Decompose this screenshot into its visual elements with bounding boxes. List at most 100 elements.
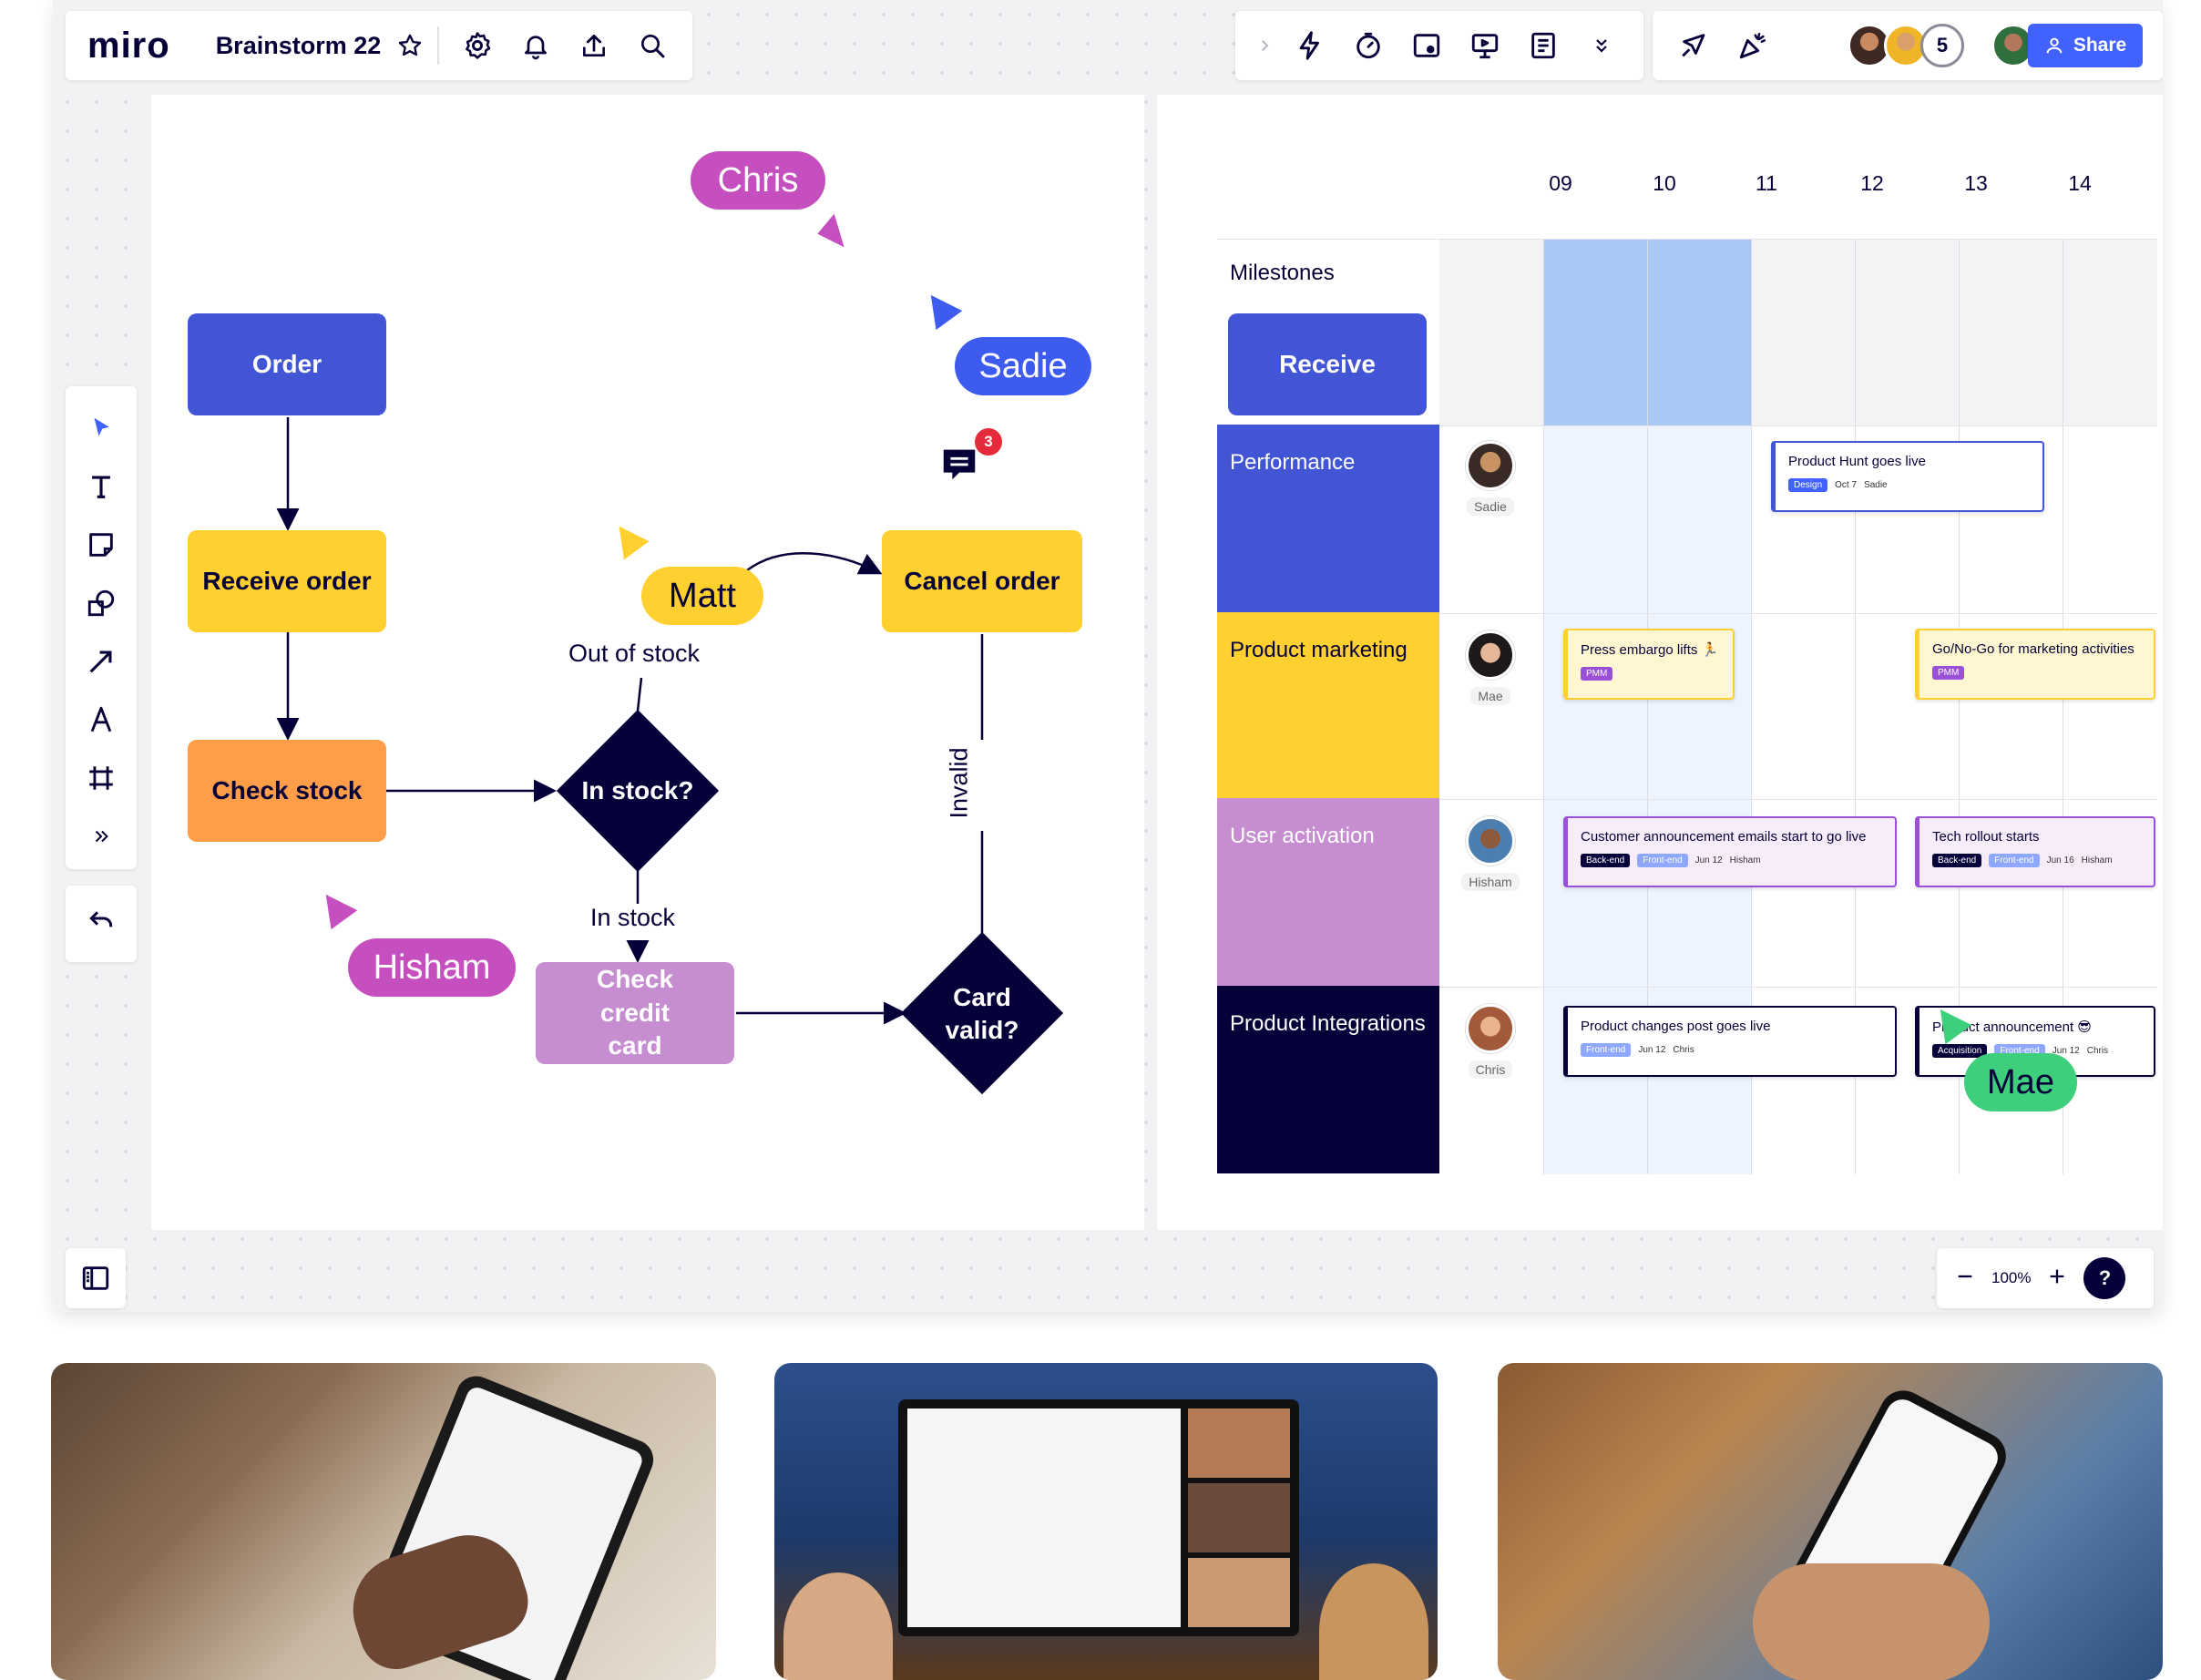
zoom-level[interactable]: 100%: [1991, 1269, 2032, 1286]
card-date: Jun 12: [1638, 1045, 1666, 1055]
person-right: [1319, 1563, 1428, 1680]
node-card-valid-label: Card valid?: [945, 982, 1019, 1044]
day-label: 14: [2068, 171, 2092, 195]
notes-icon[interactable]: [1514, 16, 1572, 75]
lightning-icon[interactable]: [1281, 16, 1339, 75]
row-owner-sadie[interactable]: Sadie: [1465, 441, 1516, 516]
avatar: [1466, 630, 1515, 680]
edge-label-in-stock: In stock: [587, 904, 680, 932]
zoom-in-icon[interactable]: [2047, 1266, 2067, 1291]
card-date: Jun 12: [2052, 1046, 2080, 1056]
person-left: [783, 1572, 893, 1680]
share-button[interactable]: Share: [2028, 24, 2143, 67]
node-check-stock[interactable]: Check stock: [188, 740, 386, 842]
collaborator-count-badge[interactable]: 5: [1920, 24, 1964, 67]
timeline-card-customer-announcement[interactable]: Customer announcement emails start to go…: [1563, 816, 1897, 887]
owner-name: Sadie: [1467, 497, 1514, 516]
bell-icon[interactable]: [507, 16, 565, 75]
presentation-icon[interactable]: [1456, 16, 1514, 75]
cursor-pointer-chris-icon: [817, 213, 845, 248]
zoom-controls: 100% ?: [1937, 1248, 2154, 1308]
node-in-stock-label: In stock?: [581, 775, 694, 804]
node-cancel-order[interactable]: Cancel order: [882, 530, 1082, 632]
card-person: Chris: [1673, 1045, 1694, 1055]
row-label-product-marketing[interactable]: Product marketing: [1217, 612, 1439, 798]
hands: [1753, 1563, 1990, 1680]
settings-gear-icon[interactable]: [448, 16, 507, 75]
node-check-credit-card[interactable]: Check credit card: [536, 962, 734, 1064]
card-person: Sadie: [1864, 480, 1888, 490]
screen-monitor: [898, 1399, 1299, 1636]
card-tag: Front-end: [1989, 854, 2040, 867]
timeline-card-product-changes[interactable]: Product changes post goes live Front-end…: [1563, 1006, 1897, 1077]
edge-label-invalid: Invalid: [945, 743, 974, 823]
timer-icon[interactable]: [1339, 16, 1397, 75]
undo-icon[interactable]: [87, 907, 116, 941]
owner-name: Mae: [1470, 687, 1510, 705]
zoom-out-icon[interactable]: [1955, 1266, 1975, 1291]
timeline-card-tech-rollout[interactable]: Tech rollout starts Back-end Front-end Jun…: [1915, 816, 2155, 887]
miro-logo[interactable]: miro: [87, 25, 170, 66]
board-name[interactable]: Brainstorm 22: [215, 31, 382, 59]
row-owner-chris[interactable]: Chris: [1465, 1004, 1516, 1079]
row-label-user-activation[interactable]: User activation: [1217, 798, 1439, 986]
cursor-pointer-mae-icon: [1940, 1009, 1972, 1045]
star-icon[interactable]: [392, 16, 428, 75]
owner-name: Hisham: [1461, 873, 1520, 891]
card-date: Oct 7: [1835, 480, 1858, 490]
card-title: Press embargo lifts 🏃: [1581, 642, 1719, 658]
day-label: 09: [1549, 171, 1572, 195]
sticky-note-icon[interactable]: [72, 516, 130, 574]
shapes-icon[interactable]: [72, 574, 130, 632]
milestone-receive[interactable]: Receive: [1228, 313, 1427, 415]
top-bar-right: 5 Share: [1653, 11, 2163, 80]
edge-matt-cancel[interactable]: [746, 552, 883, 575]
cursor-tag-matt: Matt: [641, 567, 763, 625]
left-toolbar: [66, 386, 137, 869]
help-button[interactable]: ?: [2083, 1257, 2126, 1299]
cursor-tag-chris: Chris: [691, 151, 825, 210]
chevron-right-icon[interactable]: [1248, 16, 1281, 75]
pen-icon[interactable]: [72, 691, 130, 749]
upload-export-icon[interactable]: [565, 16, 623, 75]
celebrate-icon[interactable]: [1724, 16, 1782, 75]
text-tool-icon[interactable]: [72, 457, 130, 516]
avatar-collaborator-1[interactable]: [1848, 24, 1891, 67]
share-button-label: Share: [2073, 35, 2127, 56]
timeline-card-press-embargo[interactable]: Press embargo lifts 🏃 PMM: [1563, 629, 1735, 700]
node-order[interactable]: Order: [188, 313, 386, 415]
card-date: Jun 16: [2046, 855, 2074, 866]
comment-icon[interactable]: [938, 443, 980, 485]
node-receive-order[interactable]: Receive order: [188, 530, 386, 632]
frame-icon[interactable]: [72, 749, 130, 807]
row-label-performance[interactable]: Performance: [1217, 425, 1439, 612]
card-title: Customer announcement emails start to go…: [1581, 829, 1867, 845]
edge-instock-out-of-stock[interactable]: [636, 677, 643, 712]
card-tag: Front-end: [1637, 854, 1688, 867]
video-call-icon[interactable]: [1397, 16, 1456, 75]
timeline-card-go-no-go[interactable]: Go/No-Go for marketing activities PMM: [1915, 629, 2155, 700]
comment-count-badge: 3: [975, 428, 1002, 456]
avatar: [1466, 1004, 1515, 1053]
avatar: [1466, 441, 1515, 490]
card-person: Hisham: [1729, 855, 1761, 866]
select-pointer-icon[interactable]: [72, 399, 130, 457]
search-icon[interactable]: [623, 16, 681, 75]
card-tag: Back-end: [1932, 854, 1982, 867]
cursor-tag-sadie: Sadie: [955, 337, 1091, 395]
row-label-product-integrations[interactable]: Product Integrations: [1217, 986, 1439, 1173]
cursor-arrow-icon[interactable]: [1665, 16, 1724, 75]
sidebar-toggle[interactable]: [66, 1248, 126, 1308]
more-tools-chevron-icon[interactable]: [72, 807, 130, 866]
day-label: 10: [1653, 171, 1676, 195]
line-arrow-icon[interactable]: [72, 632, 130, 691]
cursor-tag-hisham: Hisham: [348, 938, 516, 997]
row-owner-hisham[interactable]: Hisham: [1461, 816, 1520, 891]
chevron-double-down-icon[interactable]: [1572, 16, 1631, 75]
cursor-pointer-hisham-icon: [325, 894, 358, 930]
card-title: Tech rollout starts: [1932, 829, 2040, 845]
row-owner-mae[interactable]: Mae: [1465, 630, 1516, 705]
day-label: 11: [1756, 171, 1777, 195]
card-date: Jun 12: [1694, 855, 1723, 866]
